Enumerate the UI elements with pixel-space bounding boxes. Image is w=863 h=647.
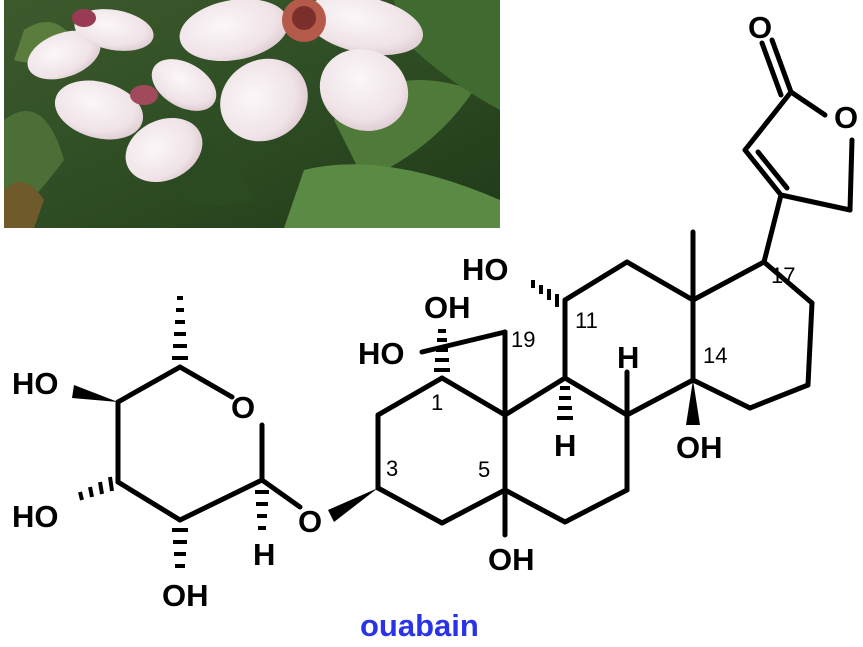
- carbonyl-oxygen: O: [748, 10, 772, 45]
- c14-oh-wedge: [686, 380, 700, 425]
- locant-19: 19: [511, 327, 535, 352]
- sugar-hydroxyl-upper: HO: [12, 366, 59, 401]
- c1-hashed-bond: [434, 329, 450, 372]
- locant-11: 11: [575, 308, 598, 333]
- anomeric-hydrogen: H: [253, 537, 275, 572]
- c5-hydroxyl-label: OH: [488, 542, 535, 577]
- butenolide-ring: [742, 37, 855, 213]
- c14-hydroxyl-label: OH: [676, 430, 723, 465]
- c11-hydroxyl-label: HO: [462, 252, 509, 287]
- compound-name: ouabain: [360, 608, 479, 643]
- glycosidic-oxygen: O: [298, 504, 322, 539]
- sugar-ho-wedge: [72, 385, 118, 402]
- sugar-oh-hashed: [172, 528, 188, 568]
- lactone-ring-oxygen: O: [834, 100, 858, 135]
- sugar-ring-oxygen: O: [231, 390, 255, 425]
- c9-hashed-bond: [557, 386, 573, 420]
- c11-hashed-bond: [531, 280, 559, 307]
- sugar-hydroxyl-lower: HO: [12, 499, 59, 534]
- plant-flower-photo: [4, 0, 500, 228]
- c19-oh-bond: [419, 329, 508, 355]
- c3-wedge: [328, 488, 378, 522]
- sugar-ho-hashed: [78, 476, 114, 501]
- c9-hydrogen: H: [554, 428, 576, 463]
- locant-17: 17: [771, 263, 795, 288]
- ring-c: [562, 259, 696, 418]
- locant-14: 14: [703, 343, 727, 368]
- sugar-hydroxyl-bottom: OH: [162, 578, 209, 613]
- c19-hydroxyl-label: HO: [358, 336, 405, 371]
- ring-a: [375, 375, 508, 526]
- sugar-methyl-hashed: [172, 296, 188, 360]
- locant-3: 3: [386, 456, 398, 481]
- ring-b: [502, 375, 630, 525]
- locant-5: 5: [478, 457, 490, 482]
- locant-1: 1: [431, 390, 443, 415]
- c8-hydrogen: H: [617, 340, 639, 375]
- anomeric-h-hashed: [255, 490, 269, 530]
- c17-c20-bond: [761, 192, 784, 265]
- sugar-ring: [115, 364, 303, 523]
- c1-hydroxyl-top-label: OH: [424, 290, 471, 325]
- ring-d: [690, 259, 815, 411]
